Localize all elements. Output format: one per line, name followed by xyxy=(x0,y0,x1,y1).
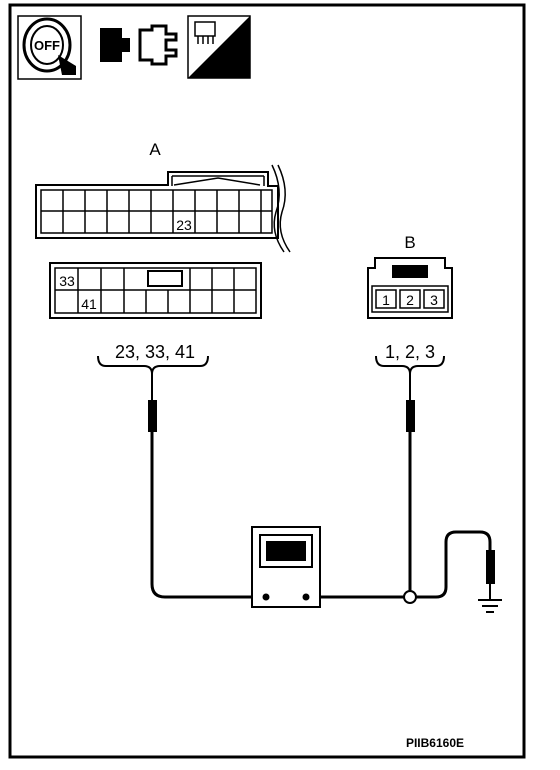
connector-b-terminal-2: 2 xyxy=(406,292,414,308)
connector-b-terminal-3: 3 xyxy=(430,292,438,308)
connector-a-terminal-41: 41 xyxy=(81,296,97,312)
connector-b-label: B xyxy=(404,233,415,252)
ignition-off-text: OFF xyxy=(34,38,60,53)
ohmmeter-symbol: Ω xyxy=(279,542,293,562)
ignition-switch-off-icon: OFF xyxy=(17,15,82,80)
right-test-lead xyxy=(306,530,492,599)
connector-disconnect-icon xyxy=(100,24,178,66)
ohmmeter-terminal-right xyxy=(302,593,310,601)
figure-border xyxy=(8,3,526,759)
wire-junction xyxy=(403,590,417,604)
figure-code: PIIB6160E xyxy=(406,736,464,750)
connector-b-terminal-1: 1 xyxy=(382,292,390,308)
left-probe-terminals-label: 23, 33, 41 xyxy=(115,342,195,362)
harness-connector-hs-icon: H.S. xyxy=(187,15,251,79)
harness-hs-text: H.S. xyxy=(214,60,241,76)
connector-a-terminal-33: 33 xyxy=(59,273,75,289)
left-test-lead xyxy=(150,583,266,599)
right-probe-terminals-label: 1, 2, 3 xyxy=(385,342,435,362)
ground-icon xyxy=(478,550,502,613)
connector-b: 1 2 3 xyxy=(367,257,453,319)
connector-a-terminal-23: 23 xyxy=(176,217,192,233)
connector-a-label: A xyxy=(149,140,161,159)
left-probe xyxy=(148,374,157,584)
ohmmeter: Ω xyxy=(251,526,321,608)
connector-a-lower: 33 41 xyxy=(49,262,262,319)
ohmmeter-terminal-left xyxy=(262,593,270,601)
connector-a-upper: 23 xyxy=(35,164,291,253)
right-probe xyxy=(406,374,415,594)
